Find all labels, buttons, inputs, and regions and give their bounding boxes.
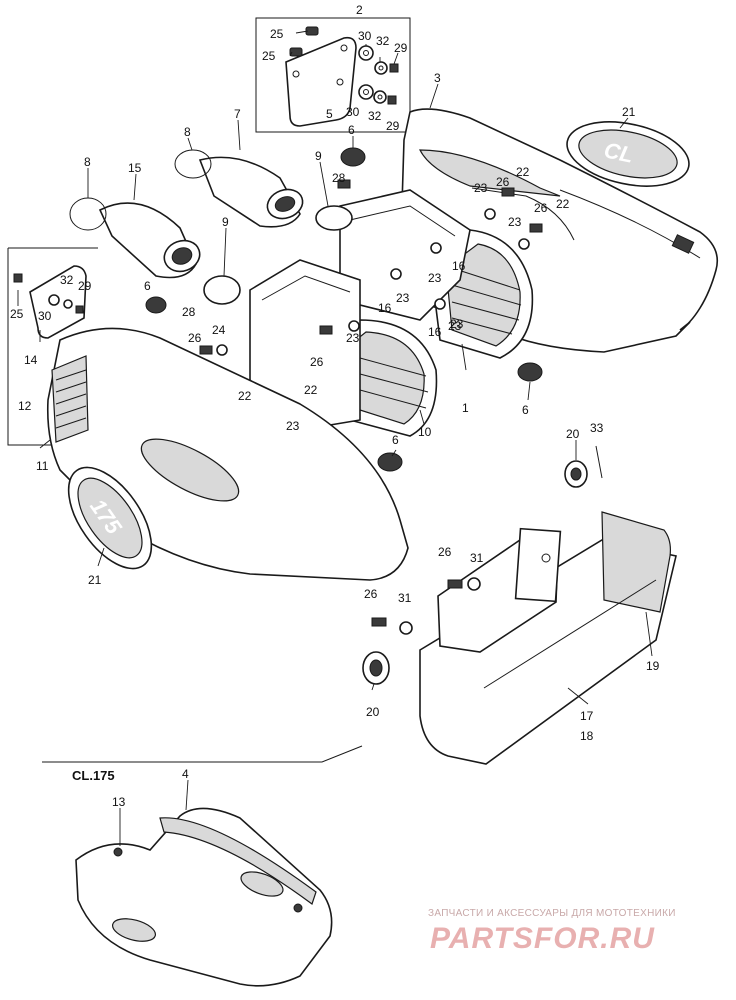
grommets-6 <box>145 147 543 472</box>
callout-31: 31 <box>398 591 412 605</box>
callout-21: 21 <box>88 573 102 587</box>
callout-8: 8 <box>84 155 91 169</box>
callout-labels: 2 25 25 30 32 29 30 32 5 3 21 29 6 8 7 8… <box>10 3 660 809</box>
emblem-21-right: CL <box>566 121 690 187</box>
watermark-tagline: ЗАПЧАСТИ И АКСЕССУАРЫ ДЛЯ МОТОТЕХНИКИ <box>428 908 676 919</box>
callout-26: 26 <box>310 355 324 369</box>
callout-6: 6 <box>144 279 151 293</box>
callout-32: 32 <box>376 34 390 48</box>
callout-10: 10 <box>418 425 432 439</box>
callout-23: 23 <box>346 331 360 345</box>
callout-23: 23 <box>450 317 464 331</box>
emblem-text-cl: CL <box>602 137 636 168</box>
cover-plate-5 <box>285 36 357 127</box>
callout-16: 16 <box>452 259 466 273</box>
pin-33 <box>595 445 603 479</box>
callout-30: 30 <box>346 105 360 119</box>
callout-1: 1 <box>462 401 469 415</box>
callout-30: 30 <box>38 309 52 323</box>
callout-6: 6 <box>522 403 529 417</box>
callout-26: 26 <box>496 175 510 189</box>
callout-13: 13 <box>112 795 126 809</box>
emblem-21-left: 175 <box>67 466 153 570</box>
callout-28: 28 <box>182 305 196 319</box>
callout-29: 29 <box>386 119 400 133</box>
callout-23: 23 <box>474 181 488 195</box>
callout-16: 16 <box>428 325 442 339</box>
callout-26: 26 <box>438 545 452 559</box>
callout-26: 26 <box>364 587 378 601</box>
callout-19: 19 <box>646 659 660 673</box>
callout-29: 29 <box>78 279 92 293</box>
callout-9: 9 <box>222 215 229 229</box>
callout-6: 6 <box>348 123 355 137</box>
callout-22: 22 <box>516 165 530 179</box>
clamp-9 <box>203 205 353 305</box>
collar-20-lower <box>362 651 390 685</box>
callout-9: 9 <box>315 149 322 163</box>
callout-28: 28 <box>332 171 346 185</box>
callout-23: 23 <box>448 319 462 333</box>
callout-14: 14 <box>24 353 38 367</box>
callout-16: 16 <box>378 301 392 315</box>
washer-stack-top <box>358 45 399 105</box>
inset-divider <box>42 745 363 763</box>
callout-20: 20 <box>566 427 580 441</box>
callout-32: 32 <box>368 109 382 123</box>
callout-33: 33 <box>590 421 604 435</box>
callout-3: 3 <box>434 71 441 85</box>
cl175-side-cover-4 <box>75 807 333 987</box>
callout-25: 25 <box>262 49 276 63</box>
callout-18: 18 <box>580 729 594 743</box>
callout-23: 23 <box>428 271 442 285</box>
callout-25: 25 <box>10 307 24 321</box>
plate-14 <box>13 265 87 339</box>
callout-30: 30 <box>358 29 372 43</box>
callout-11: 11 <box>36 459 49 473</box>
callout-7: 7 <box>234 107 241 121</box>
callout-31: 31 <box>470 551 484 565</box>
callout-22: 22 <box>238 389 252 403</box>
callout-21: 21 <box>622 105 636 119</box>
callout-32: 32 <box>60 273 74 287</box>
callout-22: 22 <box>304 383 318 397</box>
intake-tube-7 <box>198 156 304 228</box>
callout-17: 17 <box>580 709 594 723</box>
callout-26: 26 <box>534 201 548 215</box>
tool-box-17 <box>419 511 677 765</box>
intake-tube-15 <box>98 202 201 279</box>
callout-23: 23 <box>396 291 410 305</box>
leader-lines <box>17 30 653 846</box>
callout-4: 4 <box>182 767 189 781</box>
callout-23: 23 <box>286 419 300 433</box>
callout-25: 25 <box>270 27 284 41</box>
callout-29: 29 <box>394 41 408 55</box>
bolt-26-washer-31 <box>371 577 481 635</box>
callout-24: 24 <box>212 323 226 337</box>
callout-2: 2 <box>356 3 363 17</box>
callout-8: 8 <box>184 125 191 139</box>
callout-12: 12 <box>18 399 32 413</box>
callout-22: 22 <box>556 197 570 211</box>
callout-26: 26 <box>188 331 202 345</box>
callout-20: 20 <box>366 705 380 719</box>
callout-5: 5 <box>326 107 333 121</box>
callout-6: 6 <box>392 433 399 447</box>
callout-23: 23 <box>508 215 522 229</box>
watermark-logo: PARTSFOR.RU <box>430 922 655 955</box>
callout-15: 15 <box>128 161 142 175</box>
section-label-cl175: CL.175 <box>72 768 115 783</box>
screw-25-top <box>289 26 319 57</box>
collar-20-upper <box>564 460 588 488</box>
